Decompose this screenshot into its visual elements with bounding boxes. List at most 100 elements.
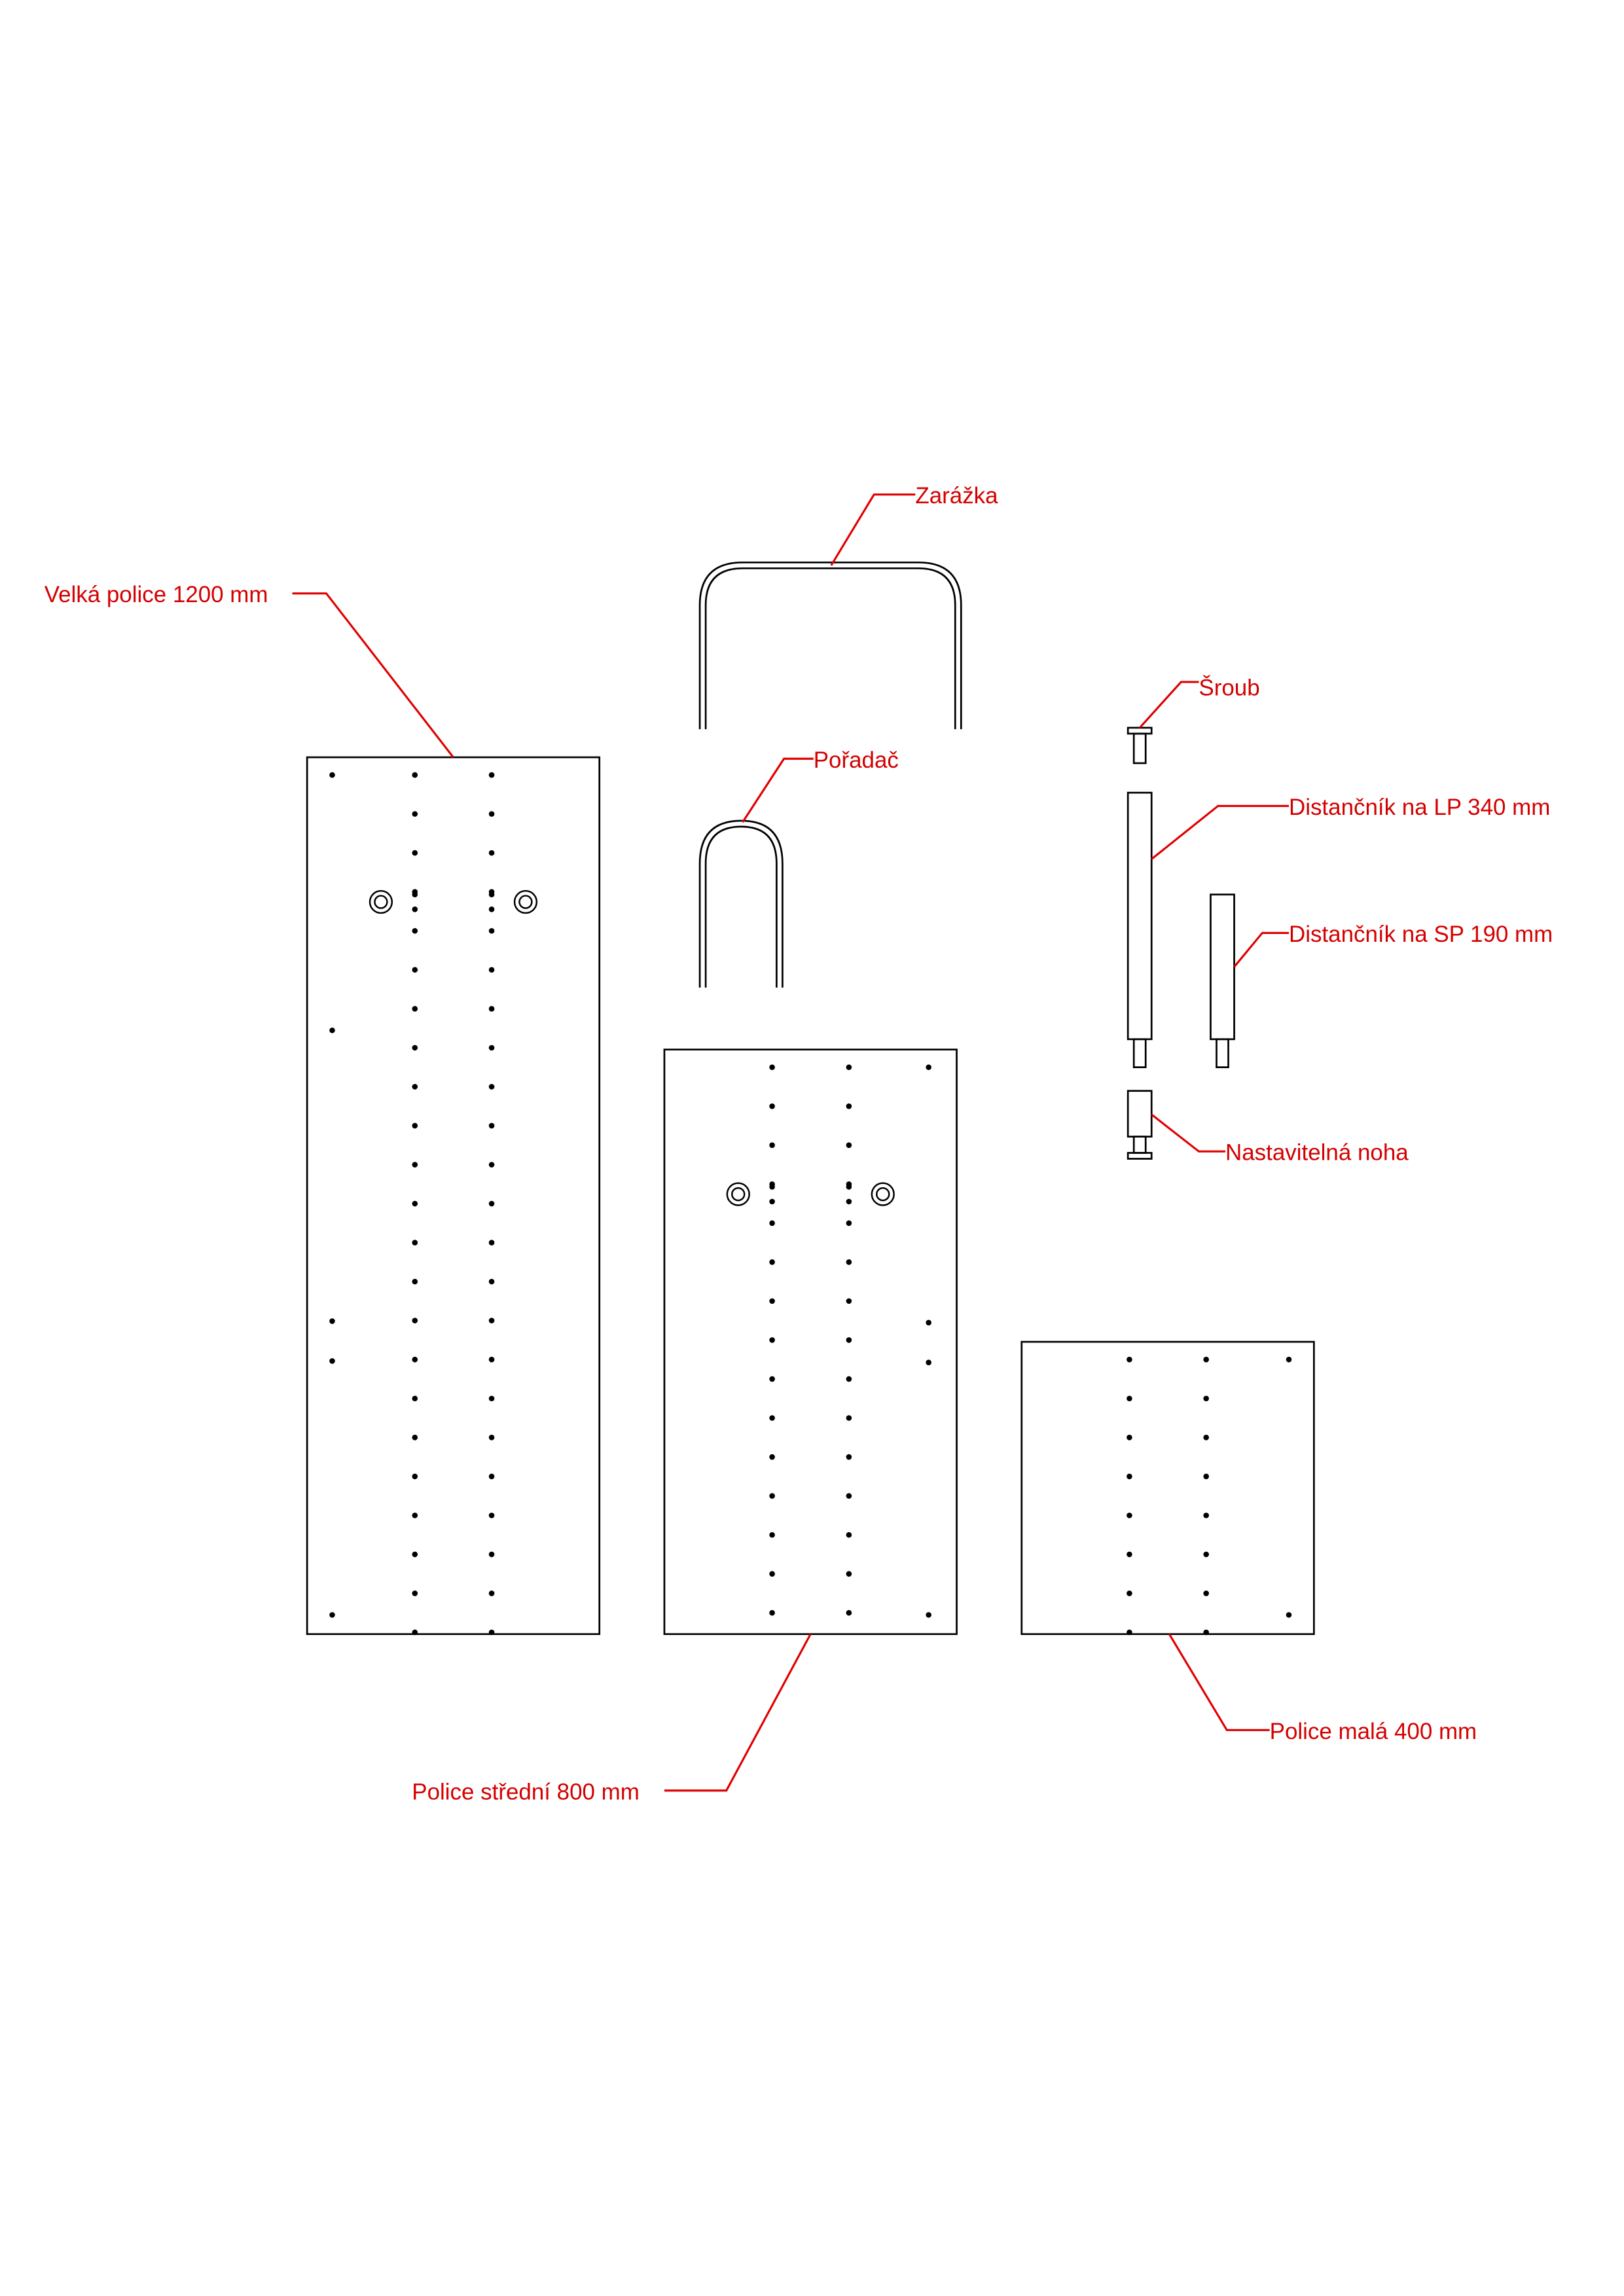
perforation-hole [412,906,418,912]
perforation-hole [926,1612,931,1618]
spacer-sp [1210,893,1235,1068]
bolt-hole-outer [369,889,393,914]
adjustable-foot [1127,1090,1153,1160]
perforation-hole [769,1454,775,1460]
leader-distancnik-sp [1233,931,1289,968]
stop-bracket-outer [698,561,962,730]
bolt-hole-outer [513,889,538,914]
perforation-hole [769,1298,775,1304]
perforation-hole [926,1359,931,1365]
perforation-hole [412,1278,418,1285]
perforation-hole [488,811,495,817]
perforation-hole [846,1298,852,1304]
perforation-hole [329,1027,335,1033]
perforation-hole [1286,1612,1292,1618]
leader-nastavitelna-noha [1151,1113,1226,1153]
perforation-hole [769,1103,775,1109]
spacer-lp-body [1127,791,1153,1041]
leader-sroub [1139,681,1199,728]
spacer-sp-body [1210,893,1235,1041]
perforation-hole [488,1395,495,1402]
perforation-hole [412,1434,418,1441]
bolt-hole-outer [871,1182,895,1206]
perforation-hole [329,772,335,778]
perforation-hole [846,1337,852,1343]
perforation-hole [412,927,418,934]
perforation-hole [769,1376,775,1382]
perforation-hole [488,1434,495,1441]
perforation-hole [846,1064,852,1070]
perforation-hole [488,772,495,778]
leader-lines [292,493,1289,1792]
perforation-hole [1127,1513,1132,1518]
perforation-hole [1127,1473,1132,1480]
perforation-hole [1203,1551,1209,1558]
perforation-hole [926,1319,931,1326]
perforation-hole [412,1318,418,1323]
perforation-hole [412,1200,418,1207]
perforation-hole [488,927,495,934]
label-police-stredni: Police střední 800 mm [412,1779,640,1804]
label-police-mala: Police malá 400 mm [1270,1719,1477,1744]
perforation-hole [846,1571,852,1577]
perforation-hole [488,1084,495,1090]
perforation-hole [769,1198,775,1205]
perforation-hole [1127,1395,1132,1402]
perforation-hole [926,1064,931,1070]
perforation-hole [412,1513,418,1518]
perforation-hole [769,1064,775,1070]
perforation-hole [769,1415,775,1421]
perforation-hole [488,1356,495,1363]
screw-head [1127,726,1153,735]
label-nastavitelna-noha: Nastavitelná noha [1225,1140,1409,1166]
perforation-hole [1203,1356,1209,1363]
perforation-hole [1203,1629,1209,1636]
perforation-hole [846,1532,852,1538]
perforation-hole [329,1358,335,1364]
perforation-hole [412,772,418,778]
shelf-large-outline [306,756,601,1636]
foot-thread [1132,1136,1147,1154]
perforation-hole [769,1571,775,1577]
perforation-hole [846,1198,852,1205]
perforation-hole [488,1473,495,1480]
perforation-hole [412,967,418,973]
perforation-hole [412,811,418,817]
perforation-hole [488,1045,495,1051]
perforation-hole [1127,1629,1132,1636]
bolt-hole-inner [731,1187,746,1202]
perforation-hole [412,850,418,856]
leader-distancnik-lp [1151,804,1289,860]
shelf-small [1020,1340,1315,1636]
perforation-hole [1203,1473,1209,1480]
perforation-hole [412,1473,418,1480]
perforation-hole [488,1200,495,1207]
perforation-hole [488,1318,495,1323]
leader-velka-police [292,592,454,758]
holder-inner [704,825,778,988]
bolt-hole-inner [518,895,533,909]
perforation-hole [846,1103,852,1109]
perforation-hole [488,1278,495,1285]
stop-bracket-inner [704,567,956,730]
perforation-hole [412,1240,418,1246]
perforation-hole [1127,1551,1132,1558]
label-velka-police: Velká police 1200 mm [45,582,268,607]
label-zarazka: Zarážka [915,483,998,509]
perforation-hole [488,1629,495,1636]
perforation-hole [412,1122,418,1129]
perforation-hole [1203,1434,1209,1441]
label-poradac: Pořadač [814,747,899,773]
perforation-hole [1127,1434,1132,1441]
perforation-hole [769,1259,775,1265]
perforation-hole [769,1142,775,1148]
leader-poradac [742,757,814,823]
screw-shank [1132,732,1147,764]
perforation-hole [412,1629,418,1636]
shelf-small-holes [1127,1356,1292,1636]
shelf-large-holes [329,772,538,1636]
perforation-hole [846,1142,852,1148]
bolt-hole-outer [726,1182,750,1206]
perforation-hole [769,1609,775,1616]
perforation-hole [488,891,495,898]
